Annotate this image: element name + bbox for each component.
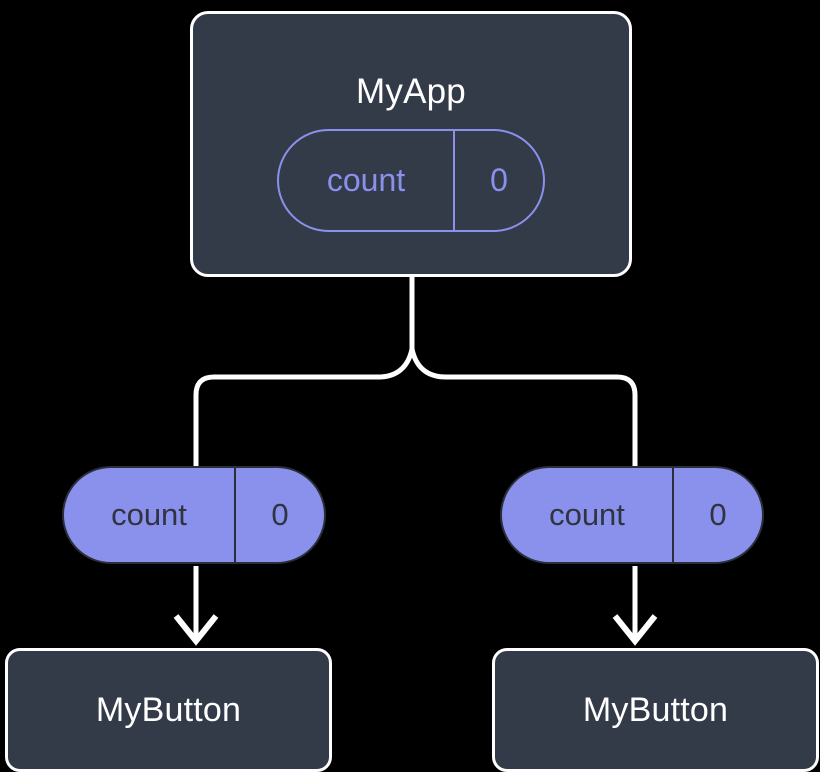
state-pill-myapp-value: 0 — [453, 131, 543, 230]
state-pill-right-key: count — [549, 497, 625, 532]
widget-node-button-left-label: MyButton — [95, 691, 242, 729]
widget-node-myapp-label: MyApp — [356, 72, 466, 111]
state-pill-left-value: 0 — [234, 468, 324, 562]
state-pill-left-key: count — [111, 497, 187, 532]
state-pill-right-value: 0 — [672, 468, 762, 562]
widget-node-button-right[interactable]: MyButton — [492, 648, 819, 772]
widget-node-button-right-label: MyButton — [582, 691, 729, 729]
state-pill-myapp[interactable]: count 0 — [277, 129, 545, 232]
arrowhead-left-icon — [173, 614, 219, 646]
edge-branch-to-right — [409, 348, 638, 466]
widget-node-button-left[interactable]: MyButton — [5, 648, 332, 772]
state-pill-left[interactable]: count 0 — [62, 466, 326, 564]
arrowhead-right-icon — [612, 614, 658, 646]
state-pill-right[interactable]: count 0 — [500, 466, 764, 564]
state-pill-myapp-key: count — [326, 162, 406, 198]
edge-branch-junction — [193, 348, 415, 466]
